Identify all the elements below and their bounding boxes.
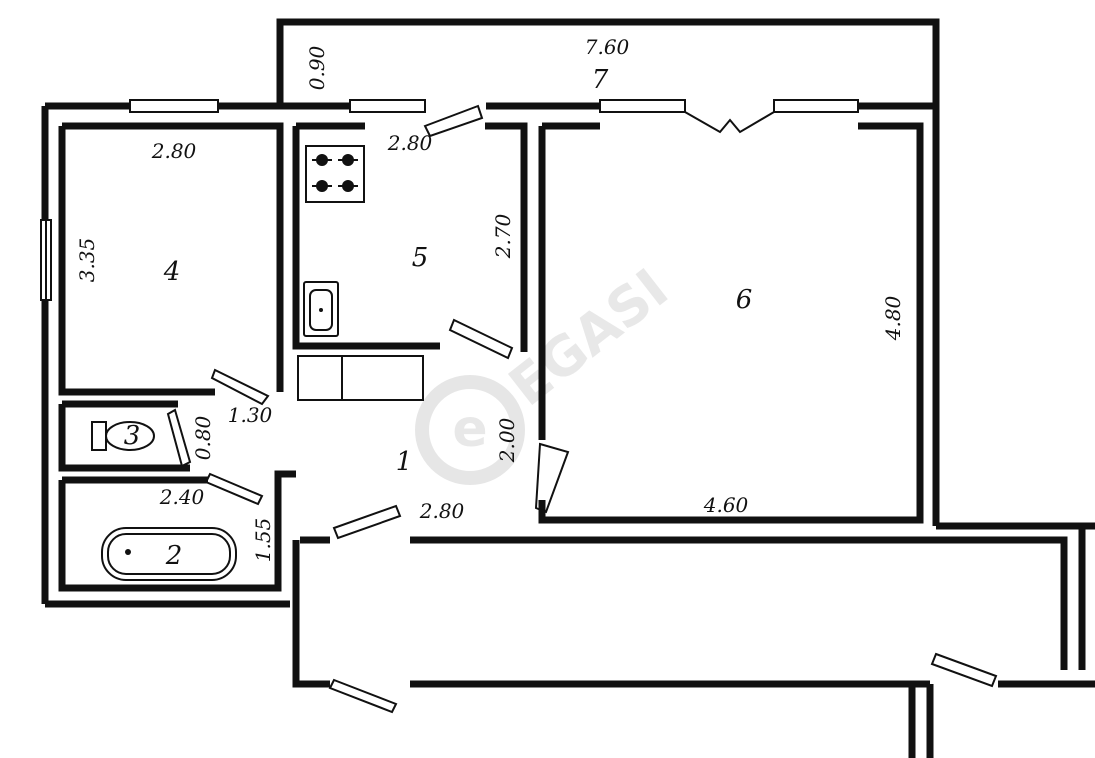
window — [129, 99, 219, 113]
door-leaf — [166, 408, 192, 468]
dim-balcony-length: 7.60 — [585, 35, 630, 59]
room-number-bedroom: 4 — [163, 257, 181, 287]
dim-living-width: 4.60 — [703, 493, 749, 517]
room-number-kitchen: 5 — [412, 243, 429, 273]
toilet-wall — [58, 404, 190, 472]
bedroom-wall — [58, 126, 215, 396]
window — [599, 99, 686, 113]
room-number-balcony: 7 — [592, 65, 609, 95]
dim-toilet-width: 0.80 — [191, 415, 215, 460]
balcony-outer-wall — [276, 18, 940, 106]
door-leaf — [448, 318, 514, 360]
dim-bedroom-length: 3.35 — [75, 238, 99, 283]
dim-hall-width: 2.00 — [495, 417, 519, 463]
door-leaf — [210, 368, 270, 406]
dim-kitchen-width: 2.80 — [387, 131, 433, 155]
door-leaf — [204, 472, 264, 506]
window — [773, 99, 859, 113]
stove-icon — [305, 145, 365, 203]
kitchen-cabinet — [297, 355, 424, 401]
windows — [40, 99, 859, 301]
toilet-icon — [91, 421, 155, 451]
balcony-door — [684, 111, 775, 134]
bathtub-icon — [101, 527, 237, 581]
dim-kitchen-length: 2.70 — [491, 213, 515, 259]
room-number-toilet: 3 — [124, 421, 141, 451]
door-leaf — [930, 652, 998, 688]
corridor-wall — [410, 536, 1068, 670]
window — [349, 99, 426, 113]
door-leaf — [423, 104, 484, 138]
living-wall — [538, 122, 924, 524]
dim-hall-length: 2.80 — [419, 499, 465, 523]
bath-wall — [58, 470, 296, 592]
bedroom-wall — [62, 122, 284, 392]
door-leaf — [534, 442, 570, 514]
room-number-hall: 1 — [396, 447, 413, 477]
watermark: e EGASI — [415, 257, 680, 485]
kitchen-wall — [292, 126, 440, 350]
watermark-mark: e — [452, 399, 487, 459]
dim-bath-length: 1.55 — [251, 518, 275, 563]
dim-living-length: 4.80 — [881, 295, 905, 341]
dim-bedroom-width: 2.80 — [151, 139, 197, 163]
sink-icon — [303, 281, 339, 337]
watermark-logo — [415, 375, 525, 485]
door-leaf — [332, 504, 402, 540]
room-number-living-room: 6 — [736, 285, 753, 315]
corridor-wall — [292, 540, 330, 688]
dim-hall-width-top: 1.30 — [228, 403, 273, 427]
kitchen-wall — [485, 122, 528, 352]
room-number-bathroom: 2 — [165, 541, 183, 571]
walls — [41, 18, 1095, 758]
dim-balcony-width: 0.90 — [305, 45, 329, 90]
doors — [166, 104, 998, 714]
door-leaf — [328, 678, 398, 714]
dim-bath-width: 2.40 — [159, 485, 205, 509]
